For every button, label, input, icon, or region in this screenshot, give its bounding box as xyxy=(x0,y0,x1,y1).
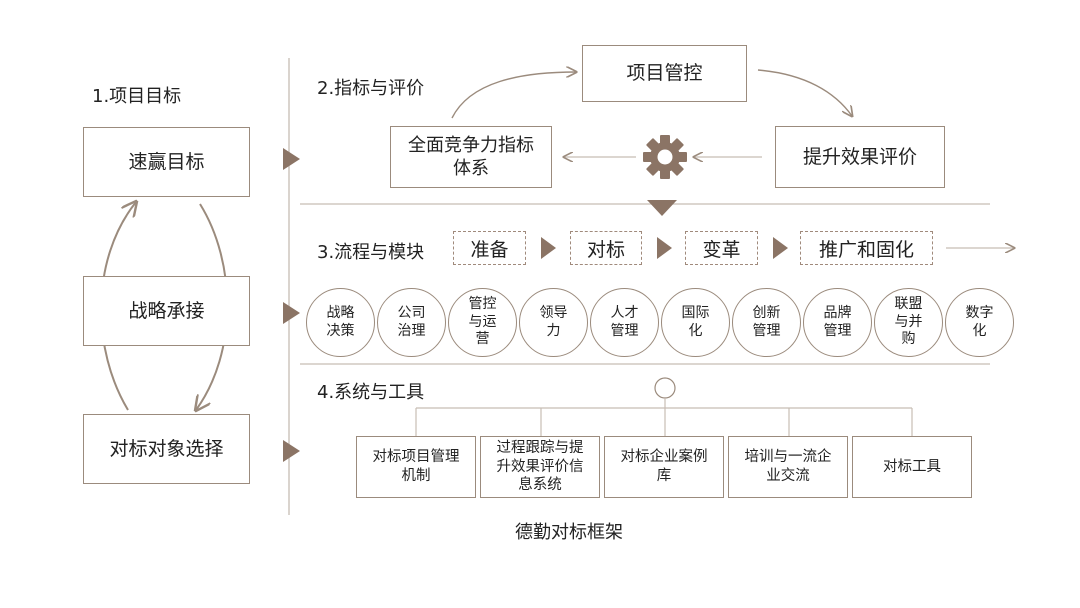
competitiveness-line1: 全面竞争力指标 xyxy=(408,134,534,156)
section-title-indicators: 2.指标与评价 xyxy=(317,78,425,99)
gear-icon xyxy=(643,135,687,179)
competitiveness-index-box: 全面竞争力指标 体系 xyxy=(390,126,552,188)
process-step-transform: 变革 xyxy=(685,231,758,265)
module-circle: 公司治理 xyxy=(377,288,446,357)
module-circle: 管控与运营 xyxy=(448,288,517,357)
competitiveness-line2: 体系 xyxy=(453,158,489,179)
tool-box-training-exchange: 培训与一流企业交流 xyxy=(728,436,848,498)
tool-box-benchmark-tools: 对标工具 xyxy=(852,436,972,498)
module-circle: 数字化 xyxy=(945,288,1014,357)
module-circle: 创新管理 xyxy=(732,288,801,357)
arrow-down-icon xyxy=(647,200,677,216)
quick-win-goal-box: 速赢目标 xyxy=(83,127,250,197)
arrow-right-icon xyxy=(773,237,788,259)
process-step-rollout: 推广和固化 xyxy=(800,231,933,265)
arrow-right-icon xyxy=(541,237,556,259)
module-circle: 人才管理 xyxy=(590,288,659,357)
section-title-systems: 4.系统与工具 xyxy=(317,382,425,403)
arrow-right-icon xyxy=(283,148,300,170)
module-circle: 领导力 xyxy=(519,288,588,357)
process-step-benchmark: 对标 xyxy=(570,231,642,265)
tool-box-tracking-system: 过程跟踪与提升效果评价信息系统 xyxy=(480,436,600,498)
project-control-box: 项目管控 xyxy=(582,45,747,102)
process-step-prepare: 准备 xyxy=(453,231,526,265)
section-title-process: 3.流程与模块 xyxy=(317,242,425,263)
arrow-right-icon xyxy=(283,440,300,462)
improvement-evaluation-box: 提升效果评价 xyxy=(775,126,945,188)
module-circle: 品牌管理 xyxy=(803,288,872,357)
module-circle: 战略决策 xyxy=(306,288,375,357)
benchmark-target-box: 对标对象选择 xyxy=(83,414,250,484)
tool-box-project-mechanism: 对标项目管理机制 xyxy=(356,436,476,498)
module-circle: 国际化 xyxy=(661,288,730,357)
tool-box-case-library: 对标企业案例库 xyxy=(604,436,724,498)
strategy-alignment-box: 战略承接 xyxy=(83,276,250,346)
arrow-right-icon xyxy=(283,302,300,324)
module-circle: 联盟与并购 xyxy=(874,288,943,357)
diagram-caption: 德勤对标框架 xyxy=(515,522,623,543)
section-title-goals: 1.项目目标 xyxy=(92,86,182,107)
arrow-right-icon xyxy=(657,237,672,259)
